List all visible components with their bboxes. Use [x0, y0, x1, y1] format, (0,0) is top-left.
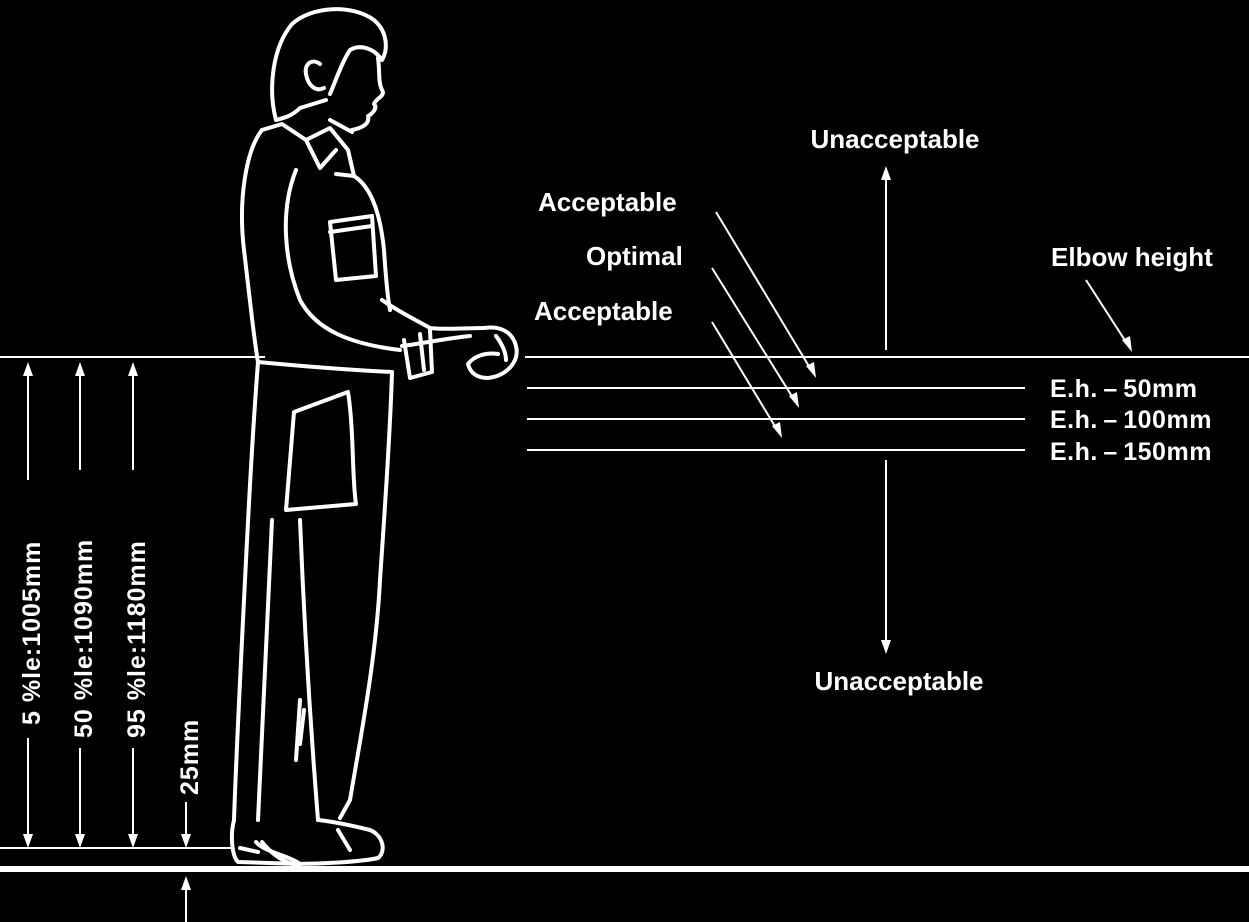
- elbow-height-label: Elbow height: [1051, 242, 1213, 272]
- shoe-allowance-label: 25mm: [176, 719, 204, 795]
- standing-worker-figure: [229, 7, 519, 866]
- arrow-up-icon: [881, 166, 891, 350]
- dimension-arrow-25mm-icon: [181, 802, 191, 922]
- unacceptable-bottom-label: Unacceptable: [814, 666, 983, 696]
- pointer-arrow-elbow-height-icon: [1085, 279, 1132, 352]
- percentile-label-95: 95 %le:1180mm: [123, 540, 151, 738]
- percentile-label-50: 50 %le:1090mm: [70, 539, 98, 738]
- level-label-100: E.h. – 100mm: [1050, 406, 1212, 434]
- level-label-50: E.h. – 50mm: [1050, 375, 1198, 403]
- pointer-arrow-acceptable-lower-icon: [711, 321, 782, 438]
- pointer-arrow-optimal-icon: [711, 267, 799, 408]
- percentile-label-5: 5 %le:1005mm: [18, 541, 46, 725]
- arrow-down-icon: [881, 460, 891, 654]
- pointer-arrow-acceptable-upper-icon: [715, 211, 816, 378]
- acceptable-lower-label: Acceptable: [534, 296, 673, 326]
- optimal-label: Optimal: [586, 241, 683, 271]
- unacceptable-top-label: Unacceptable: [810, 124, 979, 154]
- acceptable-upper-label: Acceptable: [538, 187, 677, 217]
- level-label-150: E.h. – 150mm: [1050, 438, 1212, 466]
